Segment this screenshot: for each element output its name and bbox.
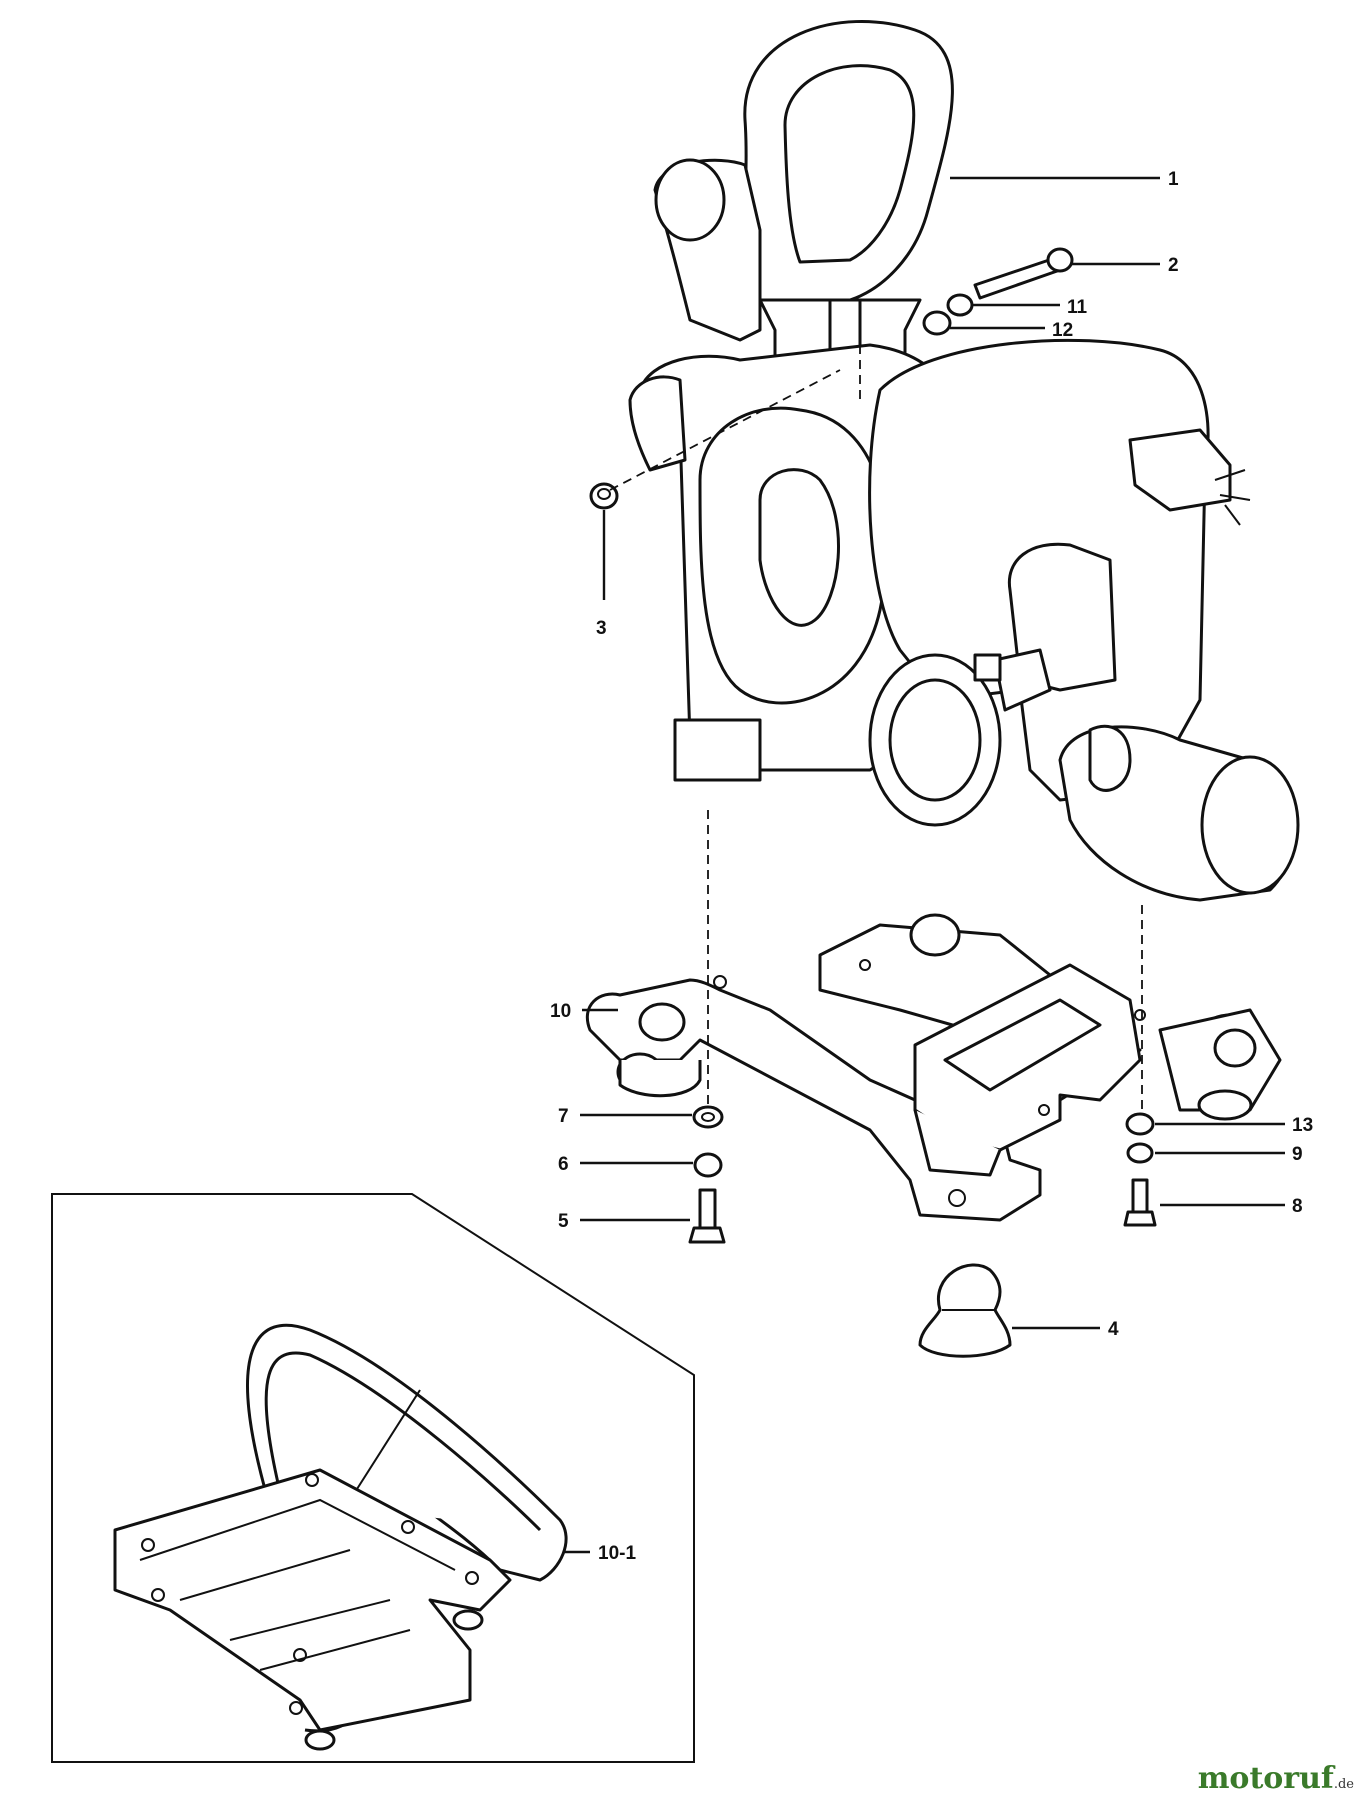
watermark-brand: motoruf <box>1197 1761 1334 1796</box>
label-11: 11 <box>1067 297 1088 318</box>
label-10: 10 <box>550 1001 571 1022</box>
bolt-8 <box>1123 1178 1157 1227</box>
watermark-logo: motoruf.de <box>1198 1761 1354 1796</box>
engine-assembly <box>628 158 1300 1102</box>
label-5: 5 <box>558 1211 569 1232</box>
label-9: 9 <box>1292 1144 1303 1165</box>
label-6: 6 <box>558 1154 569 1175</box>
washer-9 <box>1126 1142 1154 1164</box>
washer-6 <box>693 1152 723 1178</box>
bolt-5 <box>688 1188 726 1244</box>
label-10-1: 10-1 <box>598 1543 636 1564</box>
washer-11 <box>946 293 974 317</box>
label-1: 1 <box>1168 169 1179 190</box>
washer-7 <box>692 1105 724 1129</box>
leader-lines <box>562 176 1285 1554</box>
bolt-2 <box>973 247 1074 300</box>
label-8: 8 <box>1292 1196 1303 1217</box>
label-12: 12 <box>1052 320 1073 341</box>
part-labels: 1 2 11 12 3 10 7 6 5 13 9 8 4 10-1 <box>550 169 1313 1564</box>
label-3: 3 <box>596 618 607 639</box>
label-7: 7 <box>558 1106 569 1127</box>
base-frame <box>585 963 1282 1222</box>
watermark-tld: .de <box>1333 1777 1354 1792</box>
handle <box>743 19 954 382</box>
label-13: 13 <box>1292 1115 1313 1136</box>
rubber-foot-4 <box>918 1263 1012 1358</box>
label-2: 2 <box>1168 255 1179 276</box>
washer-13 <box>1125 1112 1155 1136</box>
nut-12 <box>922 310 952 336</box>
label-4: 4 <box>1108 1319 1119 1340</box>
inset-frame-option <box>51 1193 695 1763</box>
